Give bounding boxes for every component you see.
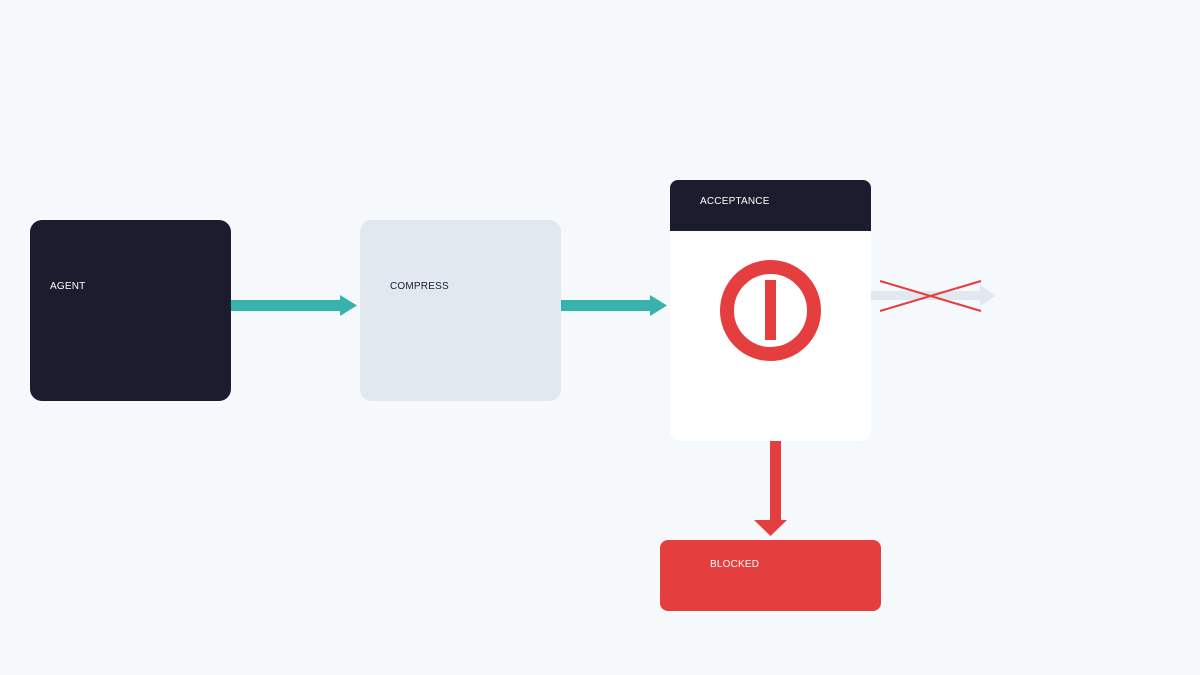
blocked-label: BLOCKED bbox=[710, 559, 760, 570]
blocked-node: BLOCKED bbox=[660, 540, 881, 611]
acceptance-node: ACCEPTANCE bbox=[670, 180, 871, 441]
cross-icon bbox=[879, 280, 982, 312]
arrow-acceptance-to-blocked bbox=[754, 441, 787, 536]
acceptance-header: ACCEPTANCE bbox=[670, 180, 871, 231]
arrow-compress-to-acceptance bbox=[561, 295, 667, 316]
agent-node: AGENT bbox=[30, 220, 231, 401]
compress-label: COMPRESS bbox=[390, 281, 449, 292]
acceptance-label: ACCEPTANCE bbox=[700, 196, 770, 207]
compress-node: COMPRESS bbox=[360, 220, 561, 401]
arrow-acceptance-out-faded bbox=[871, 285, 996, 306]
arrow-agent-to-compress bbox=[231, 295, 357, 316]
agent-label: AGENT bbox=[50, 281, 86, 292]
